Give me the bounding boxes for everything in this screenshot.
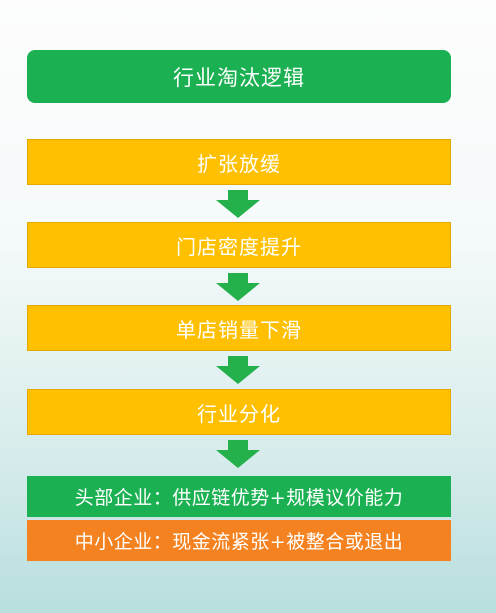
outcome-leading-companies: 头部企业：供应链优势+规模议价能力 (27, 476, 451, 517)
arrow-down-icon (216, 356, 260, 384)
outcome-small-companies: 中小企业：现金流紧张+被整合或退出 (27, 520, 451, 561)
step-box-2: 门店密度提升 (27, 222, 451, 268)
arrow-down-icon (216, 440, 260, 468)
step-box-1: 扩张放缓 (27, 139, 451, 185)
arrow-down-icon (216, 190, 260, 218)
step-box-4: 行业分化 (27, 389, 451, 435)
diagram-title: 行业淘汰逻辑 (27, 50, 451, 103)
step-box-3: 单店销量下滑 (27, 305, 451, 351)
arrow-down-icon (216, 273, 260, 301)
